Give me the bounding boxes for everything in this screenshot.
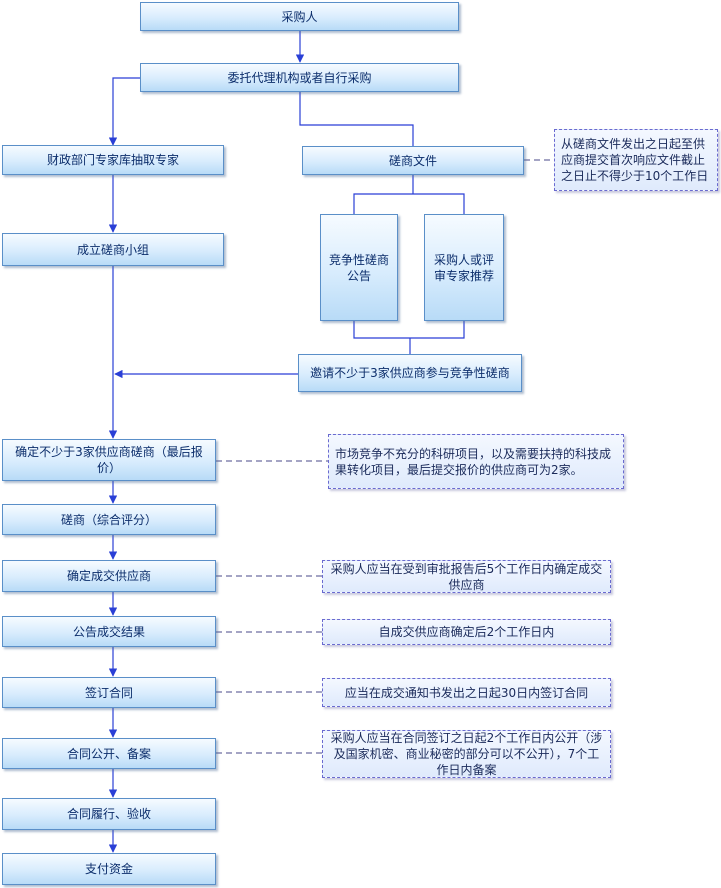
step-final-quote: 确定不少于3家供应商磋商（最后报价） [2,439,216,481]
bracket-docs-branches [353,193,465,214]
note-select-deadline: 采购人应当在受到审批报告后5个工作日内确定成交供应商 [322,560,611,593]
step-recommend: 采购人或评审专家推荐 [424,214,504,321]
connector-entrust-docs [299,92,414,146]
bracket-branches-invite [353,321,465,339]
step-acceptance: 合同履行、验收 [2,798,216,830]
note-publish-deadline: 自成交供应商确定后2个工作日内 [322,619,611,645]
step-group: 成立磋商小组 [2,233,224,266]
note-docs-deadline: 从磋商文件发出之日起至供应商提交首次响应文件截止之日止不得少于10个工作日 [554,129,718,191]
step-docs: 磋商文件 [302,146,524,175]
step-invite: 邀请不少于3家供应商参与竞争性磋商 [298,354,522,392]
step-experts: 财政部门专家库抽取专家 [2,145,224,175]
step-announce: 竞争性磋商公告 [320,214,398,321]
note-final-quote: 市场竞争不充分的科研项目，以及需要扶持的科技成果转化项目，最后提交报价的供应商可… [328,434,624,489]
note-filing-deadline: 采购人应当在合同签订之日起2个工作日内公开（涉及国家机密、商业秘密的部分可以不公… [322,730,611,778]
step-sign: 签订合同 [2,677,216,708]
step-filing: 合同公开、备案 [2,738,216,769]
note-sign-deadline: 应当在成交通知书发出之日起30日内签订合同 [322,678,611,707]
step-select: 确定成交供应商 [2,560,216,592]
step-pay: 支付资金 [2,853,216,885]
arrow-entrust-experts [108,77,140,146]
step-purchaser: 采购人 [140,2,459,31]
step-publish: 公告成交结果 [2,616,216,647]
step-evaluate: 磋商（综合评分） [2,504,216,535]
step-entrust: 委托代理机构或者自行采购 [140,63,459,92]
